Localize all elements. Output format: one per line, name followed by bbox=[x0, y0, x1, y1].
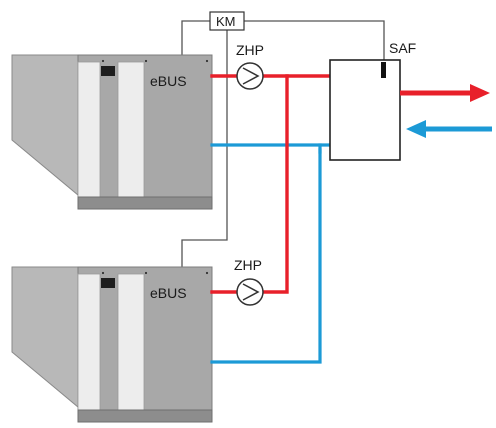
controller-label: KM bbox=[216, 14, 236, 29]
boiler-top-side-panel bbox=[11, 54, 79, 197]
boiler-bottom-display bbox=[101, 278, 115, 288]
storage-cylinder: SAF bbox=[329, 40, 416, 161]
pump-label-bottom: ZHP bbox=[234, 257, 262, 273]
wire-top-boiler-to-km bbox=[181, 20, 210, 56]
boiler-top-panel-mid bbox=[117, 61, 145, 198]
cold-pipe-riser bbox=[210, 148, 322, 364]
cylinder-sensor bbox=[381, 62, 386, 78]
boiler-unit-bottom: eBUS bbox=[11, 266, 213, 423]
pump-label-top: ZHP bbox=[236, 42, 264, 58]
boiler-top-base bbox=[77, 196, 213, 210]
wire-km-to-bottom-boiler bbox=[181, 29, 228, 268]
flow-arrow-in bbox=[406, 120, 492, 138]
flow-arrow-out bbox=[400, 84, 490, 102]
hot-pipe-bottom-riser bbox=[262, 74, 289, 294]
boiler-unit-top: eBUS bbox=[11, 54, 213, 210]
control-wiring bbox=[181, 20, 385, 268]
boiler-bottom-side-panel bbox=[11, 266, 79, 409]
controller-box: KM bbox=[209, 11, 245, 31]
circulation-pump-icon-top: ZHP bbox=[236, 42, 264, 90]
boiler-top-panel-left bbox=[77, 61, 101, 198]
hot-pipes bbox=[210, 74, 332, 294]
circulation-pump-icon-bottom: ZHP bbox=[234, 257, 264, 306]
cold-pipes bbox=[210, 143, 332, 364]
wire-km-to-saf bbox=[244, 20, 385, 60]
bus-label-bottom: eBUS bbox=[150, 285, 187, 301]
boiler-bottom-panel-mid bbox=[117, 273, 145, 411]
boiler-bottom-base bbox=[77, 409, 213, 423]
cylinder-label: SAF bbox=[389, 40, 416, 56]
boiler-bottom-panel-left bbox=[77, 273, 101, 411]
bus-label-top: eBUS bbox=[150, 73, 187, 89]
boiler-top-display bbox=[101, 66, 115, 76]
